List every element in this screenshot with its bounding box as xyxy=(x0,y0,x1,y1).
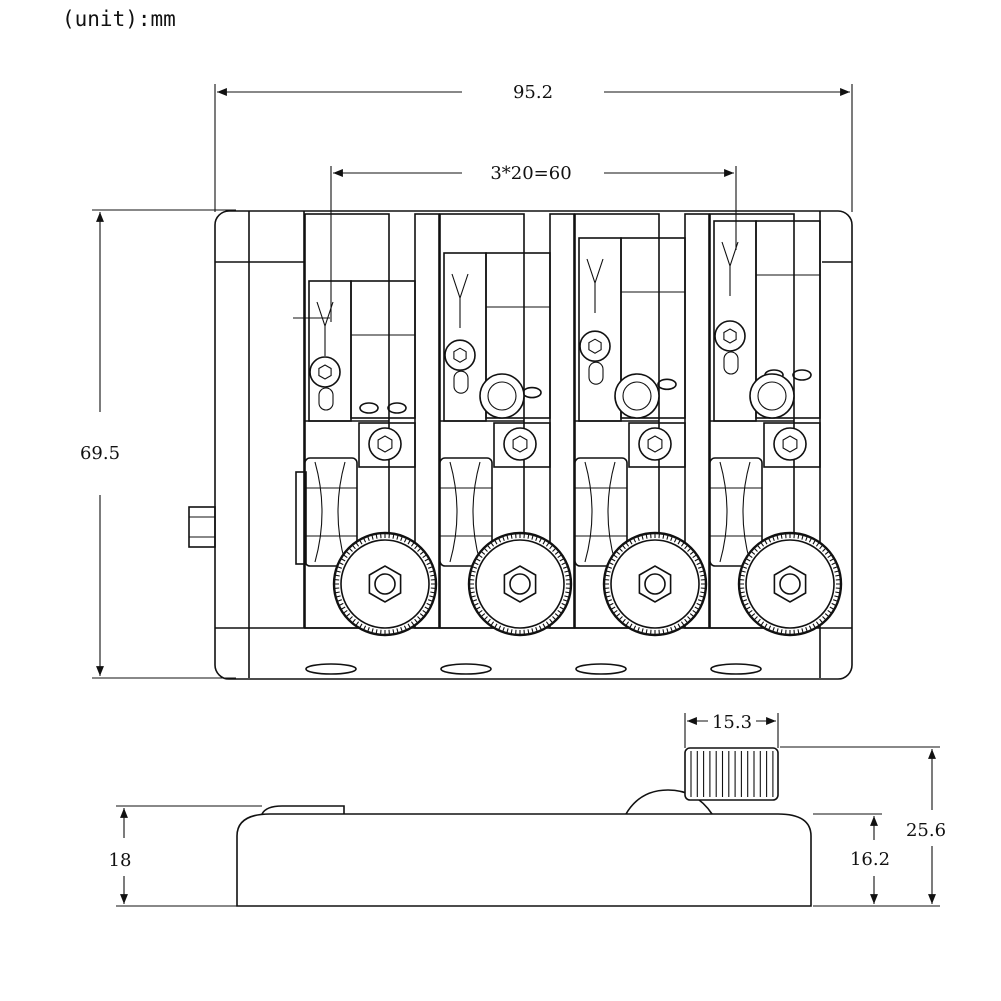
saddle-4 xyxy=(709,213,843,637)
hex-socket xyxy=(377,435,393,453)
saddle-block xyxy=(350,280,416,419)
bridge-side-view: 18 16.2 25.6 15.3 xyxy=(109,712,946,907)
knurl-teeth xyxy=(469,533,571,635)
base-height-label: 18 xyxy=(109,850,132,871)
hex-socket xyxy=(453,347,467,363)
lock-boss xyxy=(749,373,795,419)
string-notch xyxy=(721,241,739,296)
intonation-screw xyxy=(444,339,476,372)
intonation-screw xyxy=(579,330,611,363)
saddle-divider xyxy=(684,213,710,629)
height-screw xyxy=(657,378,677,391)
side-screw xyxy=(188,506,216,548)
lock-screw xyxy=(638,427,672,461)
saddle-block xyxy=(620,237,686,419)
slot xyxy=(318,387,334,411)
lock-boss xyxy=(479,373,525,419)
overall-width-label: 95.2 xyxy=(513,82,553,103)
string-hole xyxy=(710,663,762,675)
knob-diameter-label: 15.3 xyxy=(712,712,752,733)
string-notch xyxy=(586,258,604,313)
string-hole xyxy=(440,663,492,675)
string-hole xyxy=(575,663,627,675)
dimension-string-spacing: 3*20=60 xyxy=(293,163,737,322)
saddle-group xyxy=(295,213,843,637)
saddle-divider xyxy=(549,213,575,629)
hex-socket xyxy=(782,435,798,453)
dimension-overall-width: 95.2 xyxy=(214,82,853,212)
saddle-block xyxy=(485,252,551,419)
bolt xyxy=(644,573,666,595)
lock-screw xyxy=(368,427,402,461)
hex-nut xyxy=(368,565,402,603)
height-screw xyxy=(792,369,812,381)
string-notch xyxy=(316,301,334,356)
string-spacing-label: 3*20=60 xyxy=(490,163,571,184)
roller xyxy=(304,457,358,567)
height-screw xyxy=(359,402,379,414)
roller xyxy=(439,457,493,567)
lock-screw-housing xyxy=(358,422,416,468)
hex-socket xyxy=(723,328,737,344)
bridge-top-view xyxy=(188,210,853,680)
dimension-overall-length: 69.5 xyxy=(80,209,236,679)
string-hole xyxy=(305,663,357,675)
intonation-screw xyxy=(714,320,746,352)
hex-nut xyxy=(773,565,807,603)
overall-length-label: 69.5 xyxy=(80,443,120,464)
total-height-label: 25.6 xyxy=(906,820,946,841)
knurled-wheel xyxy=(467,531,573,637)
hex-socket xyxy=(318,364,332,380)
guide-plate xyxy=(295,471,307,565)
string-notch xyxy=(451,273,469,328)
knurled-wheel xyxy=(602,531,708,637)
unit-label: (unit):mm xyxy=(62,7,176,31)
height-screw xyxy=(387,402,407,414)
hex-nut xyxy=(503,565,537,603)
saddle-3 xyxy=(574,213,708,637)
saddle-divider xyxy=(414,213,440,629)
hex-socket xyxy=(588,338,602,354)
knob-axis-height-label: 16.2 xyxy=(850,849,890,870)
side-knurled-knob xyxy=(684,747,779,801)
lock-screw xyxy=(773,427,807,461)
lock-boss xyxy=(614,373,660,419)
slot xyxy=(588,361,604,385)
lock-screw-housing xyxy=(493,422,551,468)
saddle-2 xyxy=(439,213,573,637)
knurl-teeth xyxy=(604,533,706,635)
base-plate xyxy=(214,210,853,680)
bolt xyxy=(374,573,396,595)
intonation-screw xyxy=(309,356,341,388)
knurled-wheel xyxy=(332,531,438,637)
bolt xyxy=(509,573,531,595)
roller xyxy=(709,457,763,567)
saddle-block xyxy=(755,220,821,419)
string-guide xyxy=(308,280,352,422)
height-screw xyxy=(522,386,542,399)
lock-screw-housing xyxy=(628,422,686,468)
slot xyxy=(723,351,739,375)
lock-screw xyxy=(503,427,537,461)
hex-socket xyxy=(647,435,663,453)
side-dome xyxy=(625,789,713,815)
slot xyxy=(453,370,469,394)
hex-socket xyxy=(512,435,528,453)
knurled-wheel xyxy=(737,531,843,637)
knurl-teeth xyxy=(334,533,436,635)
lock-screw-housing xyxy=(763,422,821,468)
bolt xyxy=(779,573,801,595)
knurl-teeth xyxy=(739,533,841,635)
saddle-1 xyxy=(304,213,438,637)
roller xyxy=(574,457,628,567)
side-base-plate xyxy=(236,813,812,907)
hex-nut xyxy=(638,565,672,603)
